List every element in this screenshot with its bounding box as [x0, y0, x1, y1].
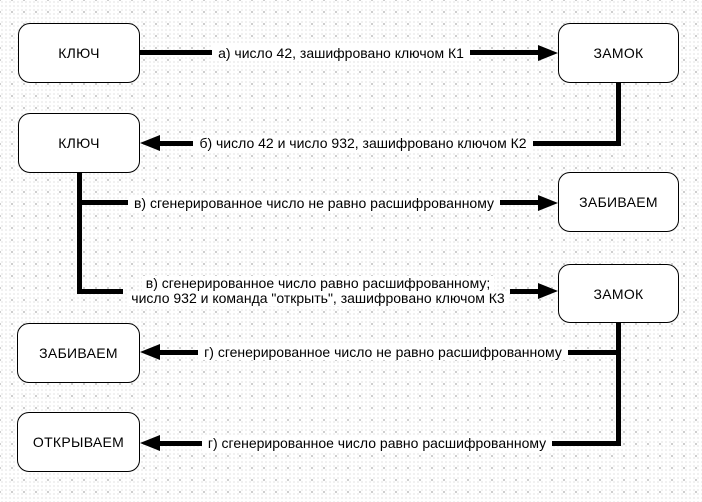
edge-b-line [158, 140, 620, 146]
kluch2-descender-line [77, 173, 82, 294]
node-zamok-2: ЗАМОК [558, 264, 679, 323]
node-otkryvaem-label: ОТКРЫВАЕМ [32, 434, 125, 450]
node-zabivaem-left: ЗАБИВАЕМ [17, 323, 140, 383]
node-kluch-2: КЛЮЧ [18, 113, 140, 173]
node-zabivaem-right: ЗАБИВАЕМ [558, 172, 679, 232]
edge-label-v-eq-line2: число 932 и команда "открыть", зашифрова… [127, 290, 509, 306]
node-kluch-1: КЛЮЧ [18, 23, 140, 83]
node-kluch-2-label: КЛЮЧ [58, 135, 100, 151]
edge-a-arrowhead-icon [538, 44, 558, 61]
edge-v-eq-left-stub [77, 288, 123, 294]
edge-label-v-eq-line1: в) сгенерированное число равно расшифров… [141, 275, 495, 291]
edge-g-ne-arrowhead-icon [140, 344, 160, 360]
node-kluch-1-label: КЛЮЧ [58, 45, 100, 61]
edge-a-line [140, 50, 542, 55]
node-zamok-1: ЗАМОК [558, 23, 679, 83]
node-zamok-1-label: ЗАМОК [593, 45, 644, 61]
node-zabivaem-right-label: ЗАБИВАЕМ [579, 194, 658, 210]
node-zabivaem-left-label: ЗАБИВАЕМ [39, 345, 118, 361]
edge-g-eq-line [158, 440, 620, 446]
edge-v-ne-arrowhead-icon [538, 194, 558, 211]
node-zamok-2-label: ЗАМОК [593, 285, 644, 302]
edge-v-eq-arrowhead-icon [538, 283, 558, 299]
edge-b-arrowhead-icon [140, 135, 160, 151]
node-otkryvaem: ОТКРЫВАЕМ [17, 412, 140, 472]
edge-label-v-eq: в) сгенерированное число равно расшифров… [122, 275, 514, 306]
edge-v-eq-right-line [510, 288, 540, 294]
edge-b-vertical-line [615, 83, 621, 146]
edge-g-ne-line [158, 349, 620, 355]
edge-g-eq-arrowhead-icon [140, 435, 160, 451]
zamok2-descender-line [615, 322, 621, 446]
edge-v-ne-line [77, 200, 540, 205]
